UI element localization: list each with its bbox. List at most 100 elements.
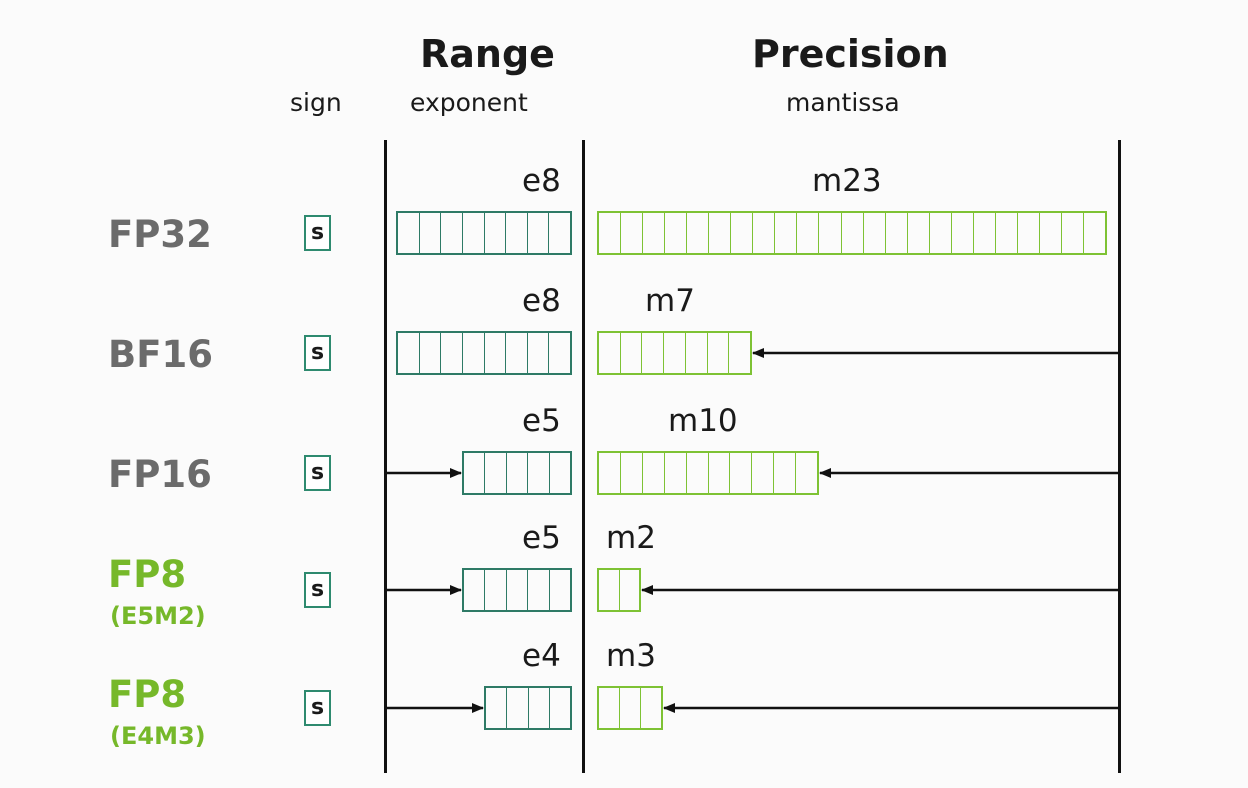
exponent-bits-label: e5 <box>522 403 561 439</box>
format-name: FP8 <box>108 553 187 596</box>
mantissa-bit-cell <box>908 213 930 253</box>
mantissa-bit-cell <box>709 453 731 493</box>
mantissa-bit-cell <box>664 333 686 373</box>
mantissa-bits-label: m10 <box>668 403 738 439</box>
exponent-bit-cell <box>464 570 486 610</box>
mantissa-bit-cell <box>842 213 864 253</box>
exponent-bits-box <box>484 686 572 730</box>
mantissa-bit-cell <box>1040 213 1062 253</box>
mantissa-bit-cell <box>730 453 753 493</box>
mantissa-bit-cell <box>731 213 754 253</box>
exponent-bits-box <box>462 451 572 495</box>
mantissa-bit-cell <box>775 213 798 253</box>
sign-header: sign <box>290 88 342 117</box>
exponent-header: exponent <box>410 88 528 117</box>
exponent-bit-cell <box>398 213 420 253</box>
mantissa-bit-cell <box>599 570 620 610</box>
exponent-bit-cell <box>485 453 507 493</box>
exponent-bit-cell <box>528 333 550 373</box>
format-name: FP32 <box>108 213 212 256</box>
mantissa-bit-cell <box>599 213 622 253</box>
mantissa-header: mantissa <box>786 88 900 117</box>
exponent-mantissa-divider <box>582 140 585 773</box>
mantissa-bit-cell <box>753 213 776 253</box>
mantissa-bit-cell <box>621 453 643 493</box>
format-name: FP8 <box>108 673 187 716</box>
mantissa-bit-cell <box>620 688 641 728</box>
format-subtitle: (E4M3) <box>110 722 206 750</box>
sign-bit-box: s <box>304 455 331 491</box>
mantissa-bits-label: m7 <box>645 283 695 319</box>
exponent-bits-label: e8 <box>522 283 561 319</box>
mantissa-bit-cell <box>599 688 620 728</box>
mantissa-bit-cell <box>1062 213 1085 253</box>
exponent-bit-cell <box>420 333 442 373</box>
mantissa-bits-box <box>597 451 819 495</box>
mantissa-bit-cell <box>974 213 996 253</box>
mantissa-bit-cell <box>665 213 688 253</box>
mantissa-bit-cell <box>621 333 643 373</box>
format-subtitle: (E5M2) <box>110 602 206 630</box>
mantissa-bit-cell <box>709 213 732 253</box>
sign-bit-box: s <box>304 690 331 726</box>
exponent-bit-cell <box>463 213 485 253</box>
mantissa-bit-cell <box>687 453 709 493</box>
range-header: Range <box>420 32 555 76</box>
mantissa-bit-cell <box>886 213 908 253</box>
mantissa-bit-cell <box>752 453 775 493</box>
exponent-bits-label: e5 <box>522 520 561 556</box>
mantissa-bit-cell <box>864 213 886 253</box>
exponent-bits-box <box>396 331 572 375</box>
exponent-bit-cell <box>398 333 420 373</box>
format-name: FP16 <box>108 453 212 496</box>
mantissa-bit-cell <box>665 453 687 493</box>
exponent-bit-cell <box>485 333 507 373</box>
exponent-bits-box <box>396 211 572 255</box>
sign-exponent-divider <box>384 140 387 773</box>
mantissa-bits-label: m2 <box>606 520 656 556</box>
mantissa-bit-cell <box>930 213 952 253</box>
exponent-bit-cell <box>464 453 486 493</box>
mantissa-bits-label: m3 <box>606 638 656 674</box>
exponent-bit-cell <box>507 688 529 728</box>
exponent-bit-cell <box>463 333 485 373</box>
mantissa-bits-box <box>597 331 752 375</box>
exponent-bit-cell <box>441 213 463 253</box>
mantissa-bits-box <box>597 686 663 730</box>
mantissa-bit-cell <box>952 213 974 253</box>
precision-header: Precision <box>752 32 949 76</box>
exponent-bit-cell <box>506 333 528 373</box>
exponent-bit-cell <box>507 570 529 610</box>
exponent-bit-cell <box>486 688 508 728</box>
mantissa-bit-cell <box>819 213 842 253</box>
mantissa-bit-cell <box>643 213 666 253</box>
exponent-bit-cell <box>441 333 463 373</box>
exponent-bit-cell <box>485 570 507 610</box>
format-name: BF16 <box>108 333 213 376</box>
mantissa-bits-box <box>597 568 641 612</box>
mantissa-bit-cell <box>642 333 665 373</box>
exponent-bit-cell <box>528 213 550 253</box>
mantissa-bit-cell <box>599 453 621 493</box>
exponent-bits-label: e8 <box>522 163 561 199</box>
mantissa-bit-cell <box>1018 213 1040 253</box>
mantissa-bit-cell <box>687 213 710 253</box>
exponent-bit-cell <box>528 453 550 493</box>
exponent-bit-cell <box>529 688 550 728</box>
sign-bit-box: s <box>304 572 331 608</box>
sign-bit-box: s <box>304 335 331 371</box>
mantissa-end-divider <box>1118 140 1121 773</box>
mantissa-bits-box <box>597 211 1107 255</box>
mantissa-bit-cell <box>599 333 621 373</box>
exponent-bit-cell <box>507 453 529 493</box>
mantissa-bit-cell <box>621 213 644 253</box>
mantissa-bit-cell <box>996 213 1018 253</box>
mantissa-bits-label: m23 <box>812 163 882 199</box>
exponent-bits-box <box>462 568 572 612</box>
exponent-bit-cell <box>485 213 507 253</box>
mantissa-bit-cell <box>797 213 820 253</box>
exponent-bit-cell <box>528 570 550 610</box>
mantissa-bit-cell <box>774 453 797 493</box>
